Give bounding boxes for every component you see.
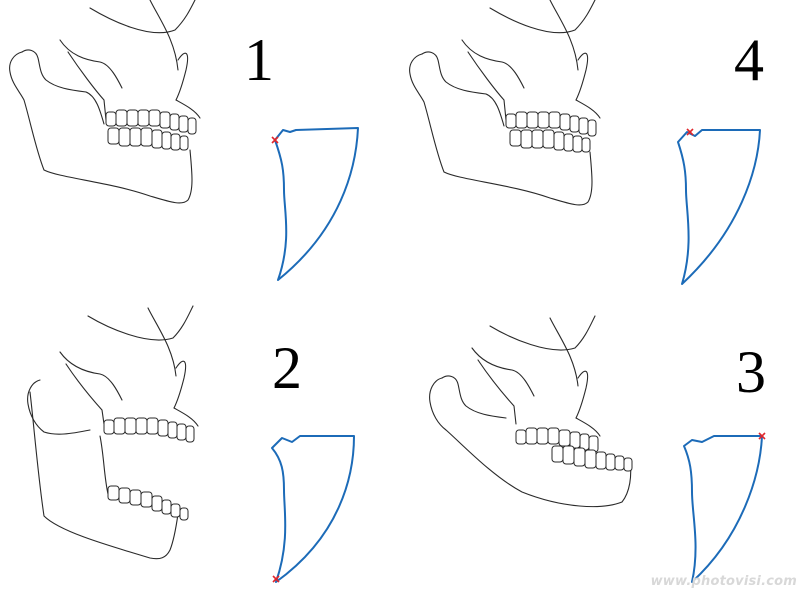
jaw-trajectory-2 bbox=[272, 436, 354, 582]
panel-label-4: 4 bbox=[734, 30, 764, 90]
panel-label-3: 3 bbox=[736, 342, 766, 402]
panel-label-2: 2 bbox=[272, 338, 302, 398]
skull-drawing bbox=[430, 316, 631, 507]
teeth-drawing bbox=[516, 428, 632, 471]
lower-jaw-drawing bbox=[30, 392, 178, 559]
jaw-diagram-2 bbox=[0, 296, 401, 592]
panel-label-1: 1 bbox=[244, 30, 274, 90]
panel-3: 3 bbox=[402, 296, 803, 592]
panel-2: 2 bbox=[0, 296, 401, 592]
lower-teeth-drawing bbox=[108, 486, 188, 520]
jaw-trajectory-1 bbox=[275, 128, 358, 280]
skull-drawing bbox=[28, 306, 198, 434]
panel-4: 4 bbox=[402, 0, 803, 296]
panel-1: 1 bbox=[0, 0, 401, 296]
upper-teeth-drawing bbox=[104, 418, 194, 442]
teeth-drawing bbox=[506, 112, 596, 152]
skull-drawing bbox=[410, 0, 600, 205]
jaw-trajectory-4 bbox=[678, 130, 760, 284]
skull-drawing bbox=[10, 0, 200, 203]
jaw-diagram-1 bbox=[0, 0, 401, 296]
watermark: www.photovisi.com bbox=[651, 574, 797, 589]
jaw-trajectory-3 bbox=[684, 436, 762, 582]
teeth-drawing bbox=[106, 110, 196, 150]
